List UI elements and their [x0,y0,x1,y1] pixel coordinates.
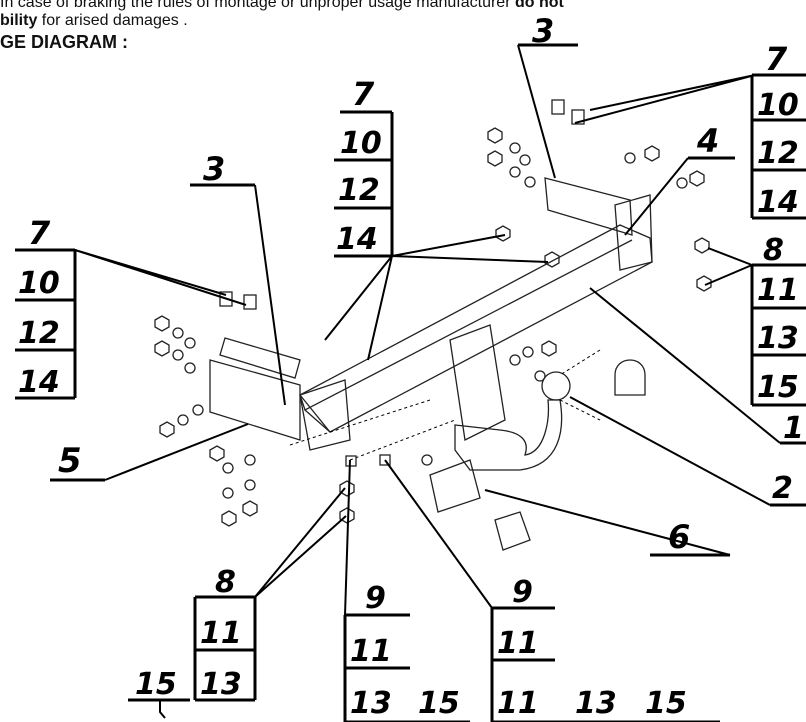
warning-text-b: for arised damages . [37,12,188,29]
socket-plate [429,459,481,513]
label-12-left: 12 [18,316,60,351]
label-12-right: 12 [757,136,799,171]
label-8-right: 8 [763,233,784,268]
warning-text-bold-a: do not [514,0,564,11]
label-15-bottom-b: 15 [645,686,687,721]
label-14-mid: 14 [336,222,378,257]
hardware-right [487,99,712,382]
label-14-left: 14 [18,365,60,400]
label-6: 6 [668,518,690,556]
towbar-drawing [209,177,653,551]
left-bracket-top [219,337,301,379]
label-13-bottom: 13 [200,667,242,702]
label-13-bottom-b: 13 [575,686,617,721]
label-10-mid: 10 [340,126,382,161]
label-7-mid: 7 [352,75,375,113]
label-14-right: 14 [757,185,799,220]
ball-neck [454,399,563,471]
label-1: 1 [783,411,804,446]
label-3-top: 3 [532,12,554,50]
label-10-left: 10 [18,266,60,301]
label-12-mid: 12 [338,173,380,208]
diagram-heading: GE DIAGRAM : [0,32,128,52]
label-3-left: 3 [203,150,225,188]
tow-ball [541,371,571,401]
warning-text-a: In case of braking the rules of montage … [0,0,515,11]
right-plate [614,194,653,271]
label-11-bottom-c: 11 [497,686,539,721]
cross-beam-inner [304,409,331,433]
neck-mount [449,324,506,441]
label-11-right: 11 [757,273,799,308]
label-13-right: 13 [757,321,799,356]
label-9-bottom-a: 9 [365,581,386,616]
label-7-right: 7 [765,40,788,78]
cross-beam-edge [299,239,633,411]
label-8-bottom: 8 [215,565,236,600]
label-15-right: 15 [757,370,799,405]
label-7-left: 7 [28,214,51,252]
label-4: 4 [696,122,719,160]
label-15-bottom: 15 [135,667,177,702]
socket [494,511,531,551]
label-5: 5 [58,441,82,481]
right-bracket [544,177,633,236]
label-10-right: 10 [757,88,799,123]
ball-cover [614,359,646,396]
hardware-bottom [339,454,433,524]
hardware-left [154,291,258,527]
callout-labels: 3 7 10 12 14 4 8 11 13 15 1 2 6 7 10 12 … [18,12,804,721]
warning-text-line1: In case of braking the rules of montage … [0,0,564,12]
label-11-bottom: 11 [200,616,242,651]
warning-text-line2: bility for arised damages . [0,12,188,30]
label-2: 2 [772,471,793,506]
label-frames [15,43,806,722]
left-plate [299,379,351,451]
left-bracket [209,359,301,441]
leader-lines [74,44,781,616]
label-11-bottom-b: 11 [497,626,539,661]
label-11-bottom-a: 11 [350,634,392,669]
label-13-bottom-a: 13 [350,686,392,721]
label-15-bottom-a: 15 [418,686,460,721]
ref-lines [289,349,601,461]
warning-text-bold-b: bility [0,12,38,29]
label-9-bottom-b: 9 [512,575,533,610]
